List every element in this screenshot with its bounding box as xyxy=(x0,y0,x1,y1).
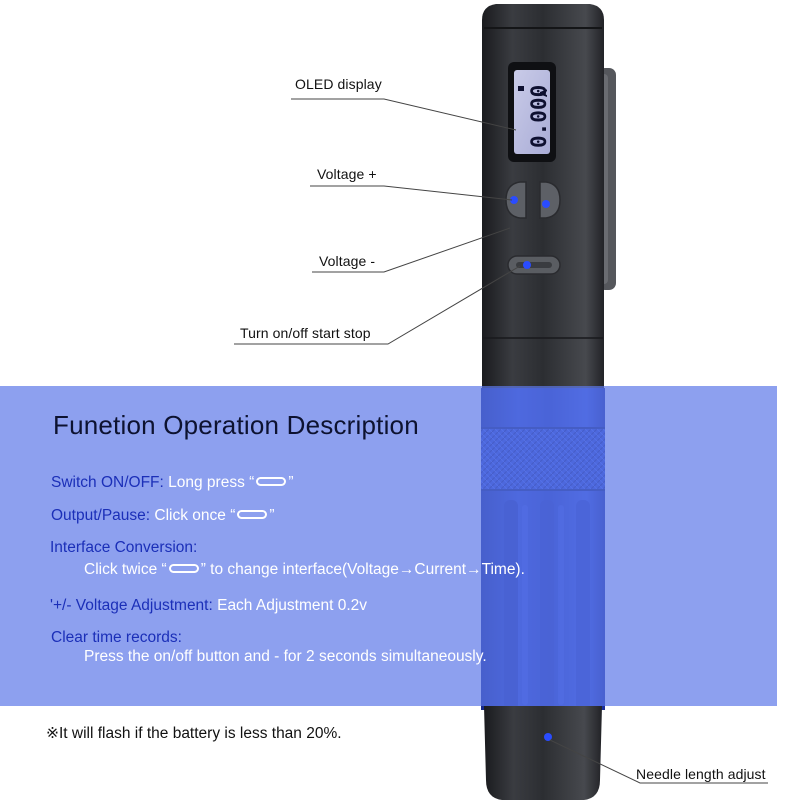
item-output: Output/Pause: Click once “” xyxy=(51,507,275,524)
description-panel xyxy=(0,386,777,706)
item-interface-label: Interface Conversion: xyxy=(50,539,198,556)
callout-lines xyxy=(234,98,768,784)
item-clear-label: Clear time records: xyxy=(51,629,182,646)
item-label: Switch ON/OFF: xyxy=(51,474,164,491)
callout-oled: OLED display xyxy=(295,76,382,92)
item-switch: Switch ON/OFF: Long press “” xyxy=(51,474,294,491)
item-voltage-adjust: '+/- Voltage Adjustment: Each Adjustment… xyxy=(50,597,368,614)
voltage-plus-button-right xyxy=(539,181,561,219)
callout-voltage-plus: Voltage + xyxy=(317,166,377,182)
item-label: Output/Pause: xyxy=(51,507,151,524)
panel-title: Funetion Operation Description xyxy=(53,410,419,440)
callout-voltage-minus: Voltage - xyxy=(319,253,376,269)
needle-indicator xyxy=(544,733,552,741)
callout-power: Turn on/off start stop xyxy=(240,325,371,341)
item-interface-text: Click twice “” to change interface(Volta… xyxy=(84,561,525,578)
item-clear-text: Press the on/off button and - for 2 seco… xyxy=(84,648,487,665)
item-text: Long press xyxy=(163,474,245,491)
callout-needle: Needle length adjust xyxy=(636,766,766,782)
oled-unit: A xyxy=(539,89,550,97)
button-glyph-icon xyxy=(168,564,199,574)
needle-tip xyxy=(484,706,602,800)
oled-reading: 0.000 xyxy=(527,85,551,148)
button-glyph-icon xyxy=(237,510,268,520)
item-text: Click once xyxy=(150,507,226,524)
button-glyph-icon xyxy=(256,477,287,487)
battery-footnote: ※It will flash if the battery is less th… xyxy=(46,725,342,742)
